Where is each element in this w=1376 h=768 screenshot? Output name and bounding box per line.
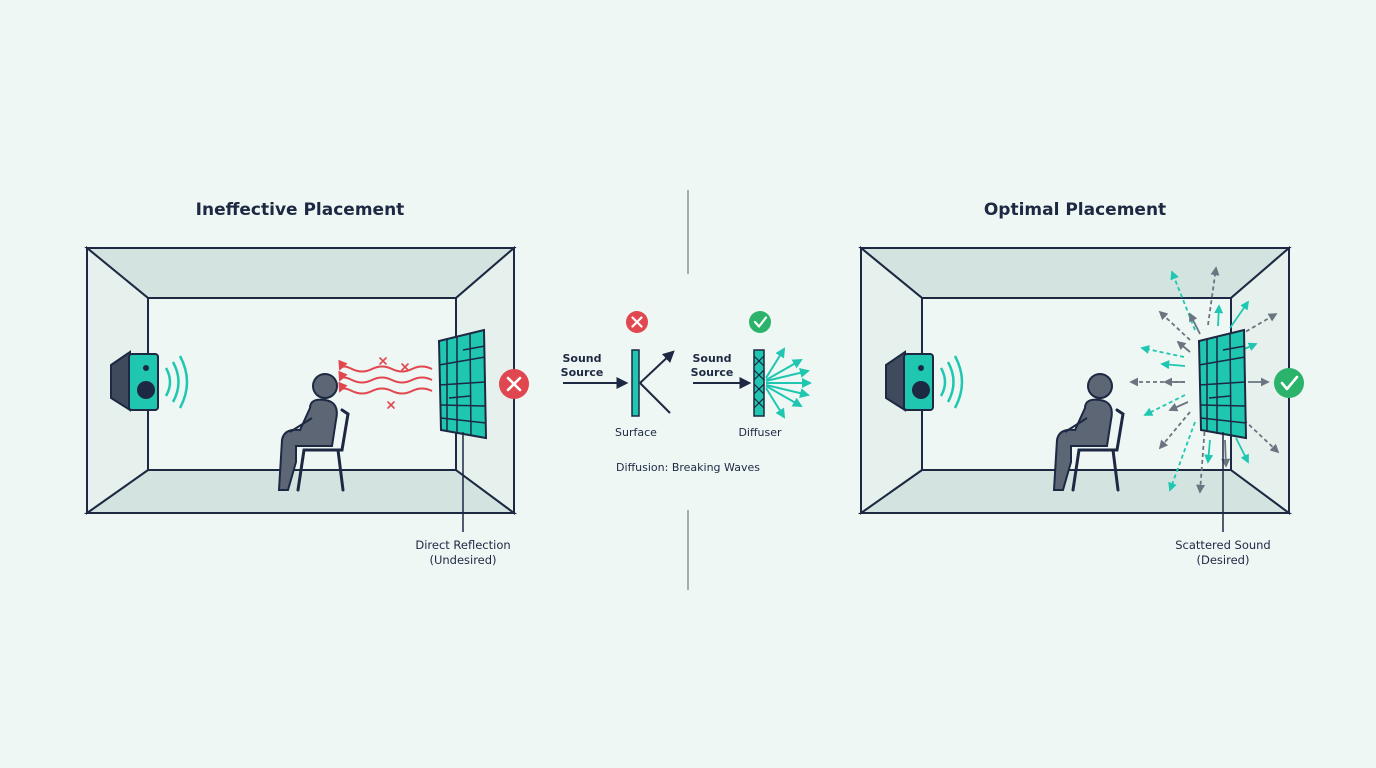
check-circle-icon — [1274, 368, 1304, 398]
direct-reflection-waves — [338, 357, 433, 409]
left-panel: Ineffective Placement — [83, 200, 529, 567]
right-panel: Optimal Placement — [857, 200, 1304, 567]
surface-label: Surface — [615, 426, 657, 439]
right-room — [857, 245, 1293, 515]
surface-source-line1: Sound — [562, 352, 601, 365]
right-panel-title: Optimal Placement — [984, 200, 1166, 220]
diffuser-example: Sound Source Diffuser — [691, 311, 812, 439]
left-caption-line2: (Undesired) — [429, 553, 496, 567]
speaker-icon — [110, 350, 189, 412]
diffuser-source-line1: Sound — [692, 352, 731, 365]
x-circle-icon — [499, 369, 529, 399]
left-panel-title: Ineffective Placement — [196, 200, 405, 220]
center-caption: Diffusion: Breaking Waves — [616, 461, 760, 474]
diffuser-source-line2: Source — [691, 366, 734, 379]
speaker-icon — [885, 350, 964, 412]
left-diffuser-panel — [437, 328, 488, 440]
seated-person-icon — [1052, 373, 1125, 492]
scattered-sound-arrows — [1129, 266, 1280, 494]
check-circle-icon — [749, 311, 771, 333]
seated-person-icon — [277, 373, 350, 492]
right-caption-line1: Scattered Sound — [1175, 538, 1270, 552]
surface-source-line2: Source — [561, 366, 604, 379]
surface-example: Sound Source Surface — [561, 311, 675, 439]
x-circle-icon — [626, 311, 648, 333]
right-caption-line2: (Desired) — [1197, 553, 1250, 567]
left-caption-line1: Direct Reflection — [415, 538, 510, 552]
diffuser-label: Diffuser — [738, 426, 782, 439]
right-diffuser-panel — [1197, 328, 1248, 440]
